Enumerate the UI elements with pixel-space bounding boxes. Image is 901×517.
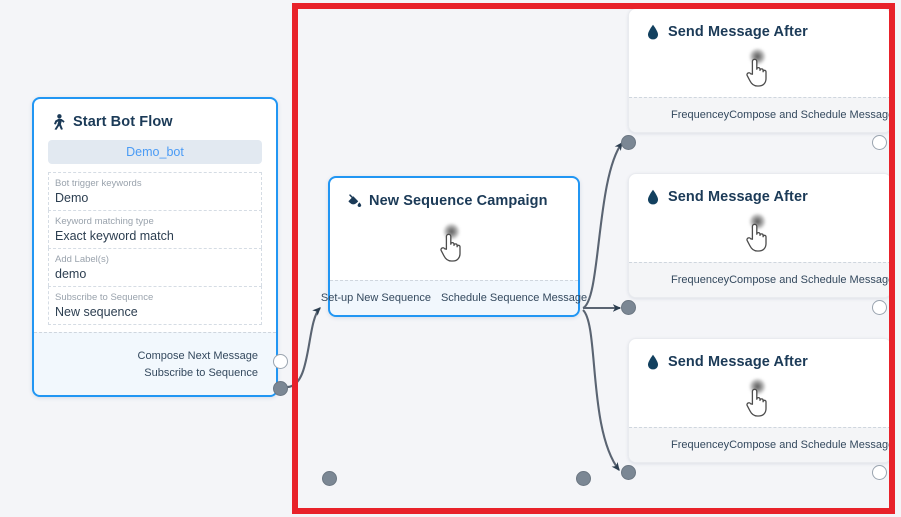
port-label-compose-and-schedule-message: Compose and Schedule Message <box>729 274 895 286</box>
field-subscribe-to-sequence[interactable]: Subscribe to Sequence New sequence <box>48 286 262 325</box>
edge-start-to-sequence <box>286 307 321 389</box>
bot-field-list: Bot trigger keywords Demo Keyword matchi… <box>48 172 262 325</box>
field-label: Bot trigger keywords <box>55 178 142 189</box>
node-body-send-message-after <box>629 376 891 426</box>
send-node-footer: Frequencey Compose and Schedule Message <box>629 97 895 132</box>
port-compose-and-schedule-output[interactable] <box>872 135 887 150</box>
port-compose-next-message[interactable] <box>273 354 288 369</box>
droplet-icon <box>645 23 661 40</box>
port-compose-and-schedule-output[interactable] <box>872 300 887 315</box>
node-body-send-message-after <box>629 46 891 96</box>
port-frequency-input[interactable] <box>621 135 636 150</box>
droplet-icon <box>645 188 661 205</box>
port-frequency-input[interactable] <box>621 465 636 480</box>
port-subscribe-to-sequence[interactable] <box>273 381 288 396</box>
node-title-send-message-after: Send Message After <box>629 339 891 376</box>
port-label-frequency: Frequencey <box>671 109 730 121</box>
port-label-compose-and-schedule-message: Compose and Schedule Message <box>729 439 895 451</box>
field-label: Subscribe to Sequence <box>55 292 154 303</box>
port-frequency-input[interactable] <box>621 300 636 315</box>
field-keyword-matching-type[interactable]: Keyword matching type Exact keyword matc… <box>48 210 262 248</box>
node-title-label: New Sequence Campaign <box>369 192 548 209</box>
port-label-frequency: Frequencey <box>671 274 730 286</box>
paint-bucket-icon <box>346 192 362 209</box>
droplet-icon <box>645 353 661 370</box>
pointing-hand-cursor <box>737 378 783 424</box>
node-send-message-after-2[interactable]: Send Message After Frequencey Compose an… <box>621 173 895 315</box>
node-new-sequence-campaign[interactable]: New Sequence Campaign Set-up New Sequenc… <box>321 176 591 486</box>
node-title-new-sequence-campaign: New Sequence Campaign <box>330 178 578 215</box>
field-value: demo <box>55 267 87 281</box>
node-title-label: Send Message After <box>668 188 808 205</box>
port-compose-and-schedule-output[interactable] <box>872 465 887 480</box>
field-value: New sequence <box>55 305 138 319</box>
pointing-hand-cursor <box>737 213 783 259</box>
port-sequence-input[interactable] <box>322 471 337 486</box>
port-label-compose-next-message: Compose Next Message <box>137 349 258 362</box>
bot-name-label: Demo_bot <box>126 145 184 159</box>
field-value: Exact keyword match <box>55 229 174 243</box>
send-node-footer: Frequencey Compose and Schedule Message <box>629 427 895 462</box>
field-add-labels[interactable]: Add Label(s) demo <box>48 248 262 286</box>
port-label-compose-and-schedule-message: Compose and Schedule Message <box>729 109 895 121</box>
field-value: Demo <box>55 191 89 205</box>
node-start-bot-flow[interactable]: Start Bot Flow Demo_bot Bot trigger keyw… <box>32 97 288 397</box>
node-title-send-message-after: Send Message After <box>629 9 891 46</box>
send-node-footer: Frequencey Compose and Schedule Message <box>629 262 895 297</box>
node-title-label: Send Message After <box>668 353 808 370</box>
node-send-message-after-3[interactable]: Send Message After Frequencey Compose an… <box>621 338 895 480</box>
running-person-icon <box>50 113 66 130</box>
sequence-node-footer: Set-up New Sequence Schedule Sequence Me… <box>321 280 587 315</box>
start-node-footer: Compose Next Message Subscribe to Sequen… <box>34 332 276 395</box>
port-label-setup-new-sequence: Set-up New Sequence <box>320 292 431 304</box>
node-title-start-bot-flow: Start Bot Flow <box>34 99 276 136</box>
field-label: Keyword matching type <box>55 216 154 227</box>
port-label-schedule-sequence-message: Schedule Sequence Message <box>440 292 588 304</box>
field-bot-trigger-keywords[interactable]: Bot trigger keywords Demo <box>48 172 262 210</box>
port-label-subscribe-to-sequence: Subscribe to Sequence <box>144 366 258 379</box>
node-body-send-message-after <box>629 211 891 261</box>
pointing-hand-cursor <box>737 48 783 94</box>
edge-sequence-to-send-1 <box>582 142 623 309</box>
field-label: Add Label(s) <box>55 254 109 265</box>
node-title-label: Send Message After <box>668 23 808 40</box>
node-title-label: Start Bot Flow <box>73 113 173 130</box>
bot-selector-pill[interactable]: Demo_bot <box>48 140 262 164</box>
node-send-message-after-1[interactable]: Send Message After Frequencey Compose an… <box>621 8 895 150</box>
edge-sequence-to-send-3 <box>582 309 620 471</box>
pointing-hand-cursor <box>431 223 477 269</box>
port-sequence-output[interactable] <box>576 471 591 486</box>
node-title-send-message-after: Send Message After <box>629 174 891 211</box>
port-label-frequency: Frequencey <box>671 439 730 451</box>
node-body-new-sequence-campaign <box>330 215 578 277</box>
